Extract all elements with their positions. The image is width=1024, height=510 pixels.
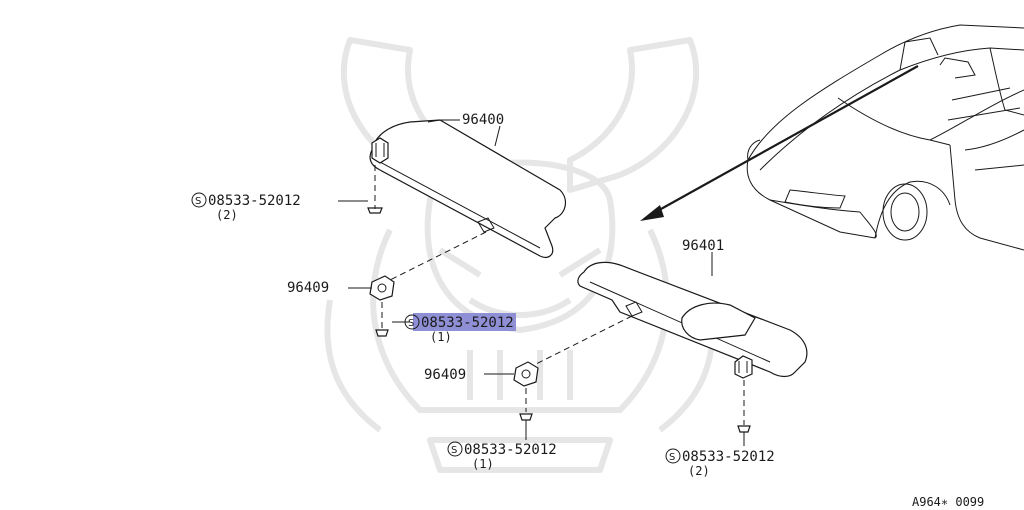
screw-number: 08533-52012 (208, 193, 301, 209)
location-arrow (640, 65, 919, 221)
left-sun-visor (369, 119, 567, 258)
screw-bottom-right (737, 425, 751, 433)
right-sun-visor (577, 261, 808, 379)
part-label-holder-left: 96409 (287, 280, 329, 296)
s-symbol: S (195, 196, 201, 207)
s-symbol: S (408, 318, 414, 329)
screw-qty: (1) (472, 457, 494, 471)
screw-qty: (2) (216, 208, 238, 222)
part-label-visor-left: 96400 (462, 112, 504, 128)
car-illustration (746, 24, 1024, 251)
s-symbol: S (669, 452, 675, 463)
screw-label-mid-left[interactable]: S 08533-52012 (1) (404, 314, 514, 344)
left-visor-holder (369, 275, 395, 301)
s-symbol: S (451, 445, 457, 456)
screw-qty: (1) (430, 330, 452, 344)
part-label-holder-right: 96409 (424, 367, 466, 383)
screw-label-bottom-right: S 08533-52012 (2) (665, 448, 775, 478)
screw-mid-left (375, 329, 389, 337)
screw-label-bottom-mid: S 08533-52012 (1) (447, 441, 557, 471)
right-visor-holder (513, 361, 539, 387)
screw-qty: (2) (688, 464, 710, 478)
screw-number: 08533-52012 (464, 442, 557, 458)
screw-number: 08533-52012 (682, 449, 775, 465)
screw-top-left (367, 207, 383, 214)
screw-bottom-mid (519, 413, 533, 421)
selection-highlight (413, 313, 516, 331)
watermark-emblem (324, 37, 716, 473)
diagram-code: A964∗ 0099 (912, 495, 984, 509)
part-label-visor-right: 96401 (682, 238, 724, 254)
screw-number: 08533-52012 (421, 315, 514, 331)
screw-label-top-left: S 08533-52012 (2) (191, 192, 301, 222)
